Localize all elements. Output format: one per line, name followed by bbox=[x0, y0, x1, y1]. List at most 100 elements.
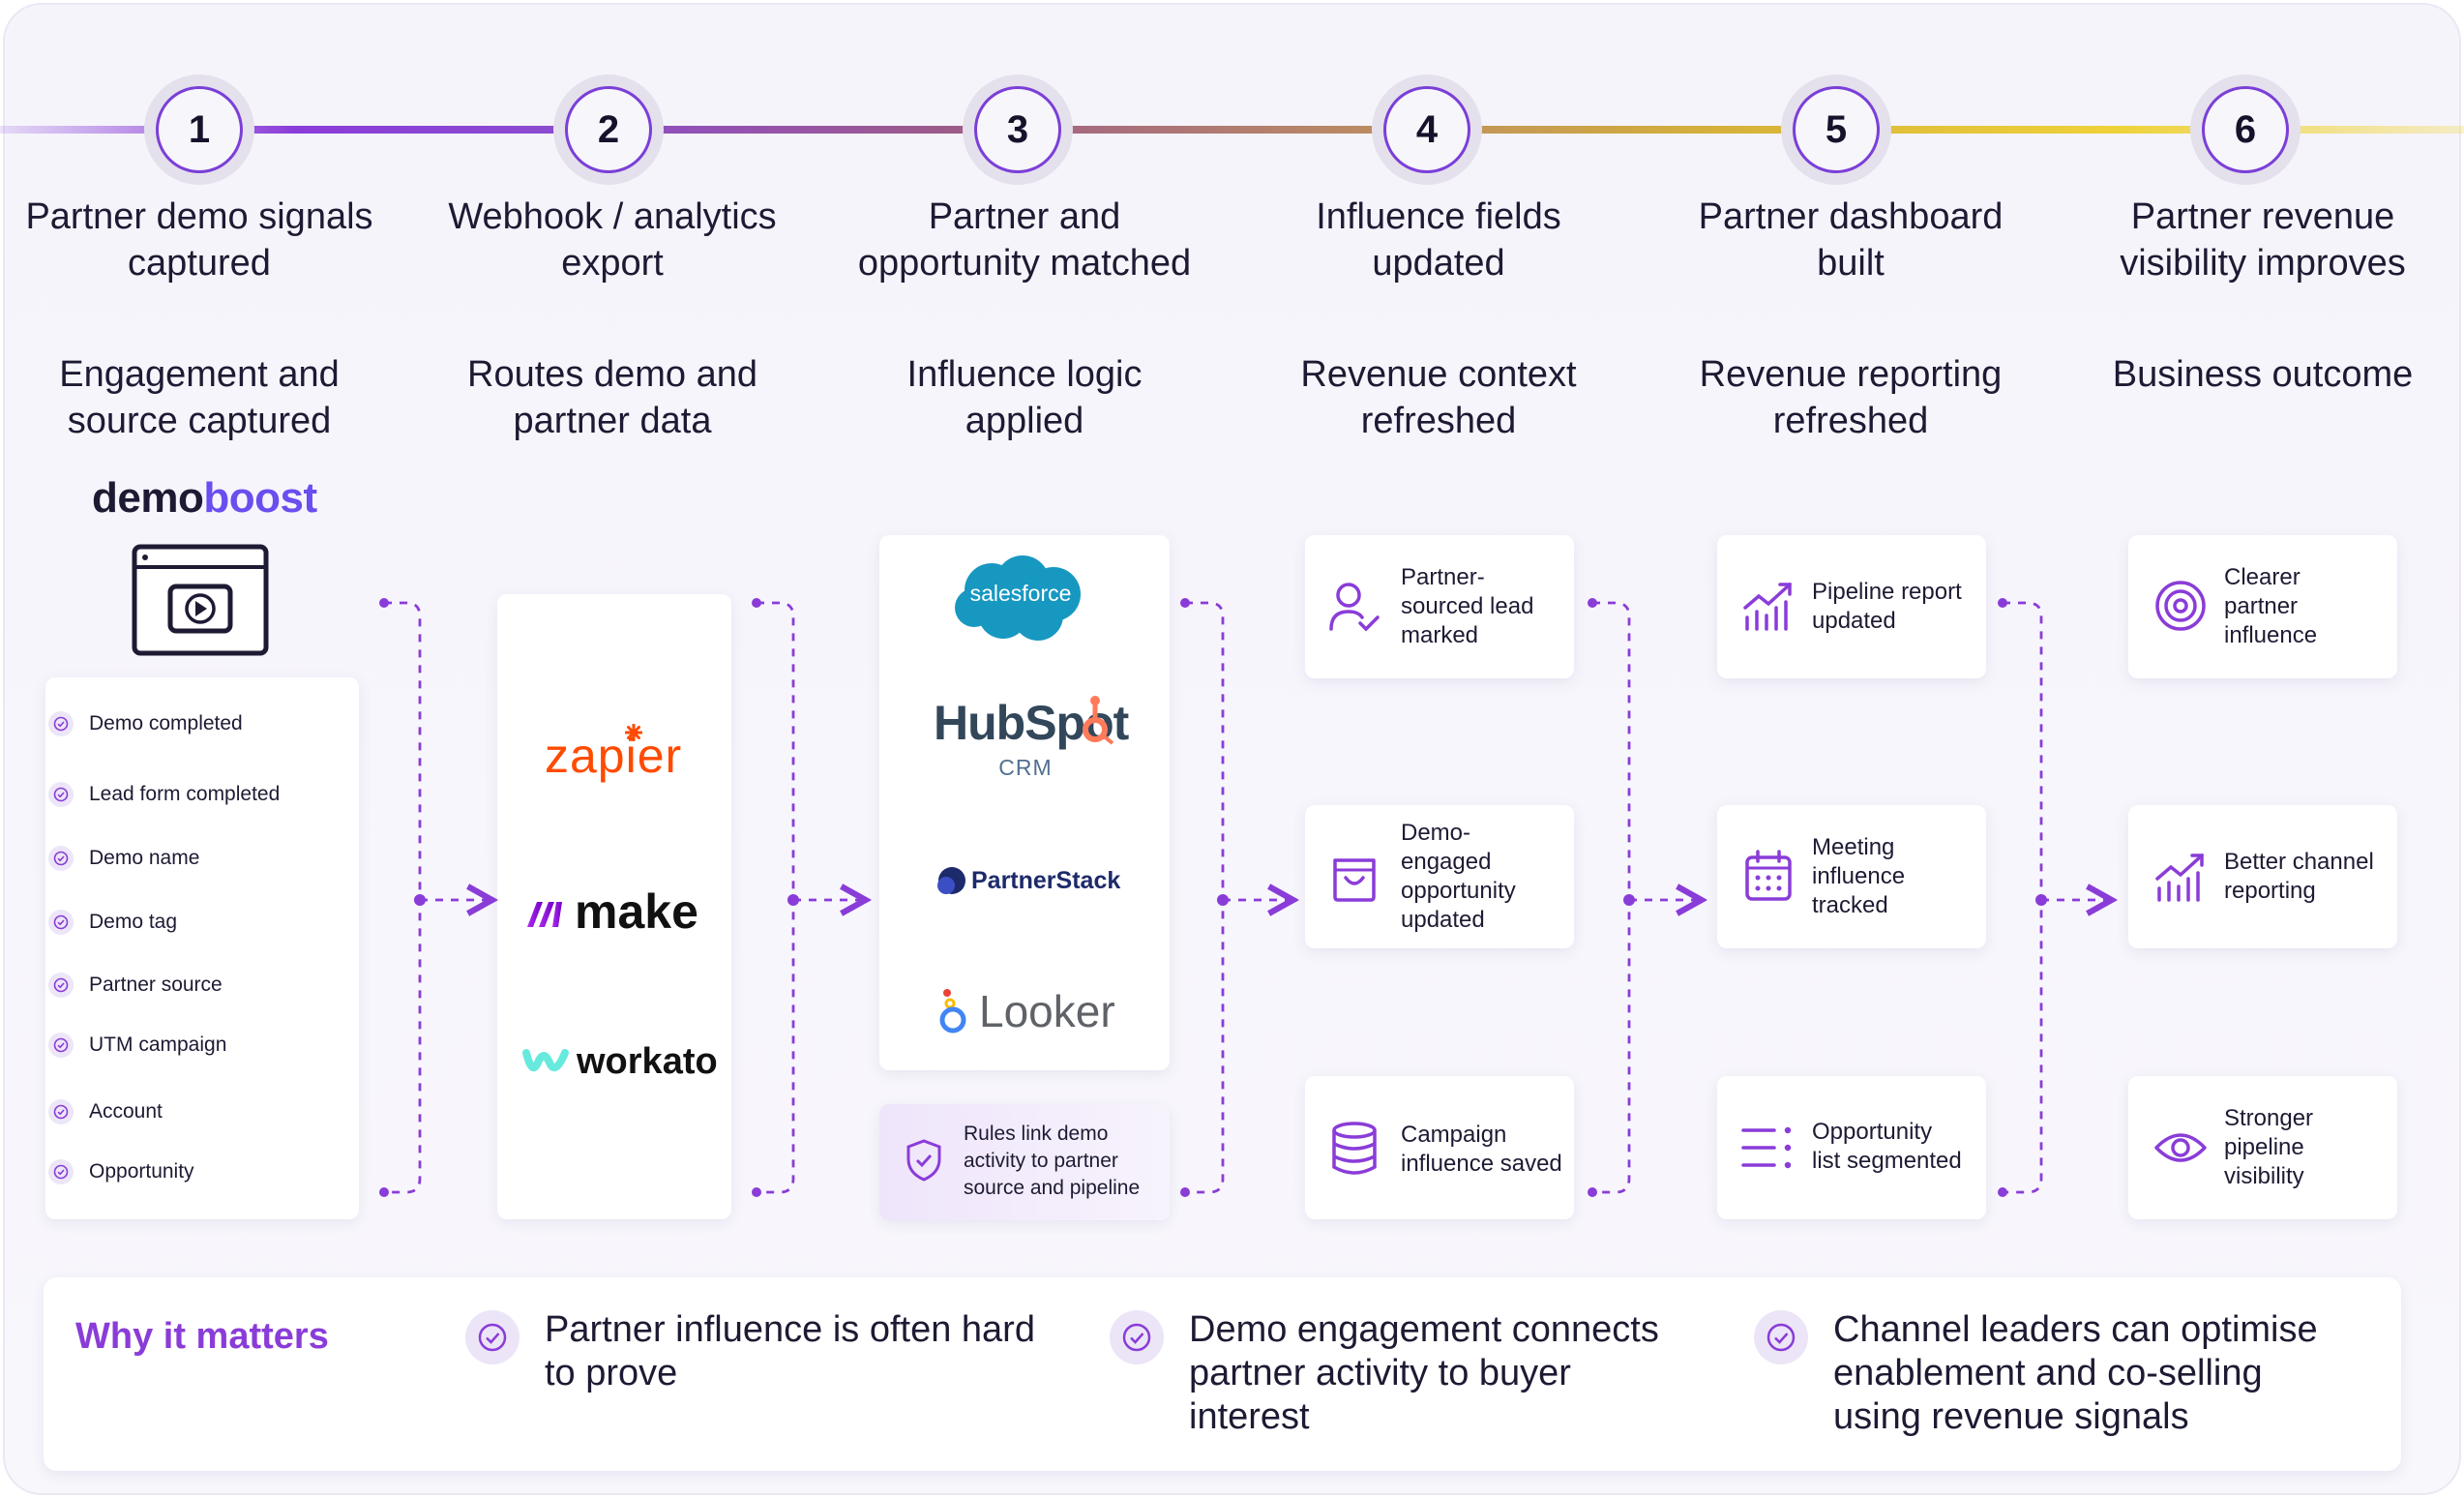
checklist-item-5: Partner source bbox=[48, 973, 223, 998]
card-clearer-partner-influence-text: Clearer partner influence bbox=[2224, 563, 2317, 650]
hubspot-crm-label: CRM bbox=[998, 755, 1053, 780]
step-number-2: 2 bbox=[565, 86, 652, 173]
card-text-line: reporting bbox=[2224, 878, 2316, 904]
checklist-label-7: Account bbox=[89, 1100, 163, 1123]
looker-logo: Looker bbox=[979, 986, 1115, 1036]
card-text-line: opportunity bbox=[1401, 878, 1516, 904]
step-circle-5: 5 bbox=[1781, 75, 1891, 185]
rules-card-line3: source and pipeline bbox=[964, 1177, 1141, 1199]
check-circle-icon bbox=[1754, 1310, 1808, 1364]
check-circle-icon bbox=[48, 1033, 74, 1058]
connector-bracket-3 bbox=[1185, 601, 1225, 1194]
checklist-label-8: Opportunity bbox=[89, 1160, 194, 1183]
bar-chart-trend-icon bbox=[1743, 583, 1792, 631]
step-circle-2: 2 bbox=[553, 75, 664, 185]
why-item-1-line1: Partner influence is often hard bbox=[545, 1309, 1035, 1350]
why-it-matters-heading: Why it matters bbox=[75, 1316, 329, 1357]
card-text-line: Campaign bbox=[1401, 1122, 1507, 1148]
step-subtitle-4-line2: refreshed bbox=[1360, 401, 1517, 441]
partnerstack-icon bbox=[937, 867, 965, 894]
rules-card-line2: activity to partner bbox=[964, 1150, 1118, 1172]
signals-checklist-card bbox=[45, 677, 359, 1219]
target-icon bbox=[2155, 581, 2206, 631]
card-text-line: Partner- bbox=[1401, 564, 1485, 590]
step-title-3-line1: Partner and bbox=[928, 196, 1121, 237]
card-better-channel-reporting-text: Better channel reporting bbox=[2224, 848, 2374, 906]
step-subtitle-3-line2: applied bbox=[965, 401, 1084, 441]
card-text-line: partner bbox=[2224, 593, 2299, 619]
demoboost-logo-part2: boost bbox=[203, 474, 317, 522]
check-circle-icon bbox=[48, 846, 74, 871]
checklist-label-6: UTM campaign bbox=[89, 1034, 227, 1056]
card-text-line: Pipeline report bbox=[1812, 579, 1962, 605]
check-circle-icon bbox=[465, 1310, 520, 1364]
card-meeting-influence-text: Meeting influence tracked bbox=[1812, 833, 1905, 920]
zapier-asterisk-icon bbox=[625, 724, 642, 741]
checklist-item-6: UTM campaign bbox=[48, 1033, 226, 1058]
step-title-4-line1: Influence fields bbox=[1316, 196, 1561, 237]
connector-bracket-2 bbox=[757, 601, 795, 1194]
eye-icon bbox=[2154, 1133, 2207, 1162]
hubspot-sprocket-icon bbox=[1083, 696, 1114, 745]
step-title-2-line1: Webhook / analytics bbox=[448, 196, 777, 237]
card-meeting-influence bbox=[1717, 805, 1986, 948]
card-stronger-pipeline-visibility-text: Stronger pipeline visibility bbox=[2224, 1104, 2313, 1191]
card-text-line: Clearer bbox=[2224, 564, 2301, 590]
step-subtitle-3-line1: Influence logic bbox=[906, 354, 1143, 395]
step-title-4: Influence fields updated bbox=[1235, 194, 1642, 286]
why-item-3-line2: enablement and co-selling bbox=[1833, 1353, 2263, 1393]
card-partner-sourced-lead-text: Partner- sourced lead marked bbox=[1401, 563, 1533, 650]
bar-chart-trend-icon bbox=[2155, 854, 2204, 902]
step-subtitle-2-line2: partner data bbox=[513, 401, 712, 441]
card-better-channel-reporting bbox=[2128, 805, 2397, 948]
card-text-line: Meeting bbox=[1812, 834, 1895, 860]
step-title-5-line2: built bbox=[1817, 243, 1885, 284]
step-title-2-line2: export bbox=[561, 243, 664, 284]
make-logo-icon bbox=[527, 902, 562, 927]
card-text-line: influence bbox=[1812, 863, 1906, 889]
step-subtitle-1-line2: source captured bbox=[67, 401, 332, 441]
calendar-icon bbox=[1745, 850, 1792, 901]
step-title-1-line2: captured bbox=[128, 243, 271, 284]
card-demo-engaged-opportunity-text: Demo- engaged opportunity updated bbox=[1401, 819, 1516, 935]
step-subtitle-4-line1: Revenue context bbox=[1300, 354, 1577, 395]
card-text-line: sourced lead bbox=[1401, 593, 1534, 619]
step-subtitle-1-line1: Engagement and bbox=[59, 354, 340, 395]
checklist-item-8: Opportunity bbox=[48, 1159, 194, 1184]
connector-bracket-1 bbox=[384, 601, 422, 1194]
user-check-icon bbox=[1329, 583, 1380, 632]
step-circle-1: 1 bbox=[144, 75, 254, 185]
checklist-label-2: Lead form completed bbox=[89, 783, 281, 805]
why-item-2: Demo engagement connects partner activit… bbox=[1189, 1308, 1659, 1439]
rules-card-line1: Rules link demo bbox=[964, 1123, 1109, 1145]
step-subtitle-2: Routes demo and partner data bbox=[409, 351, 816, 444]
step-title-4-line2: updated bbox=[1372, 243, 1505, 284]
step-circle-6: 6 bbox=[2190, 75, 2301, 185]
step-title-6-line1: Partner revenue bbox=[2130, 196, 2395, 237]
card-demo-engaged-opportunity bbox=[1305, 805, 1574, 948]
step-title-1-line1: Partner demo signals bbox=[25, 196, 373, 237]
step-subtitle-4: Revenue context refreshed bbox=[1235, 351, 1642, 444]
why-it-matters-panel bbox=[44, 1277, 2401, 1471]
card-text-line: Stronger bbox=[2224, 1105, 2314, 1131]
card-text-line: influence bbox=[2224, 622, 2318, 648]
card-text-line: Demo- bbox=[1401, 820, 1471, 846]
step-subtitle-5-line1: Revenue reporting bbox=[1699, 354, 2003, 395]
card-text-line: Better channel bbox=[2224, 849, 2374, 875]
connector-bracket-4 bbox=[1592, 601, 1631, 1194]
step-subtitle-6: Business outcome bbox=[2060, 351, 2464, 398]
step-number-5: 5 bbox=[1793, 86, 1880, 173]
step-subtitle-3: Influence logic applied bbox=[821, 351, 1228, 444]
card-text-line: tracked bbox=[1812, 892, 1888, 918]
card-text-line: influence saved bbox=[1401, 1151, 1562, 1177]
step-subtitle-6-line1: Business outcome bbox=[2112, 354, 2414, 395]
step-title-6-line2: visibility improves bbox=[2120, 243, 2406, 284]
step-title-5-line1: Partner dashboard bbox=[1698, 196, 2004, 237]
list-icon bbox=[1741, 1126, 1792, 1169]
card-text-line: updated bbox=[1401, 907, 1485, 933]
card-text-line: list segmented bbox=[1812, 1148, 1962, 1174]
step-subtitle-2-line1: Routes demo and bbox=[467, 354, 757, 395]
checklist-item-2: Lead form completed bbox=[48, 782, 280, 807]
why-item-3-line1: Channel leaders can optimise bbox=[1833, 1309, 2318, 1350]
step-circle-3: 3 bbox=[963, 75, 1073, 185]
